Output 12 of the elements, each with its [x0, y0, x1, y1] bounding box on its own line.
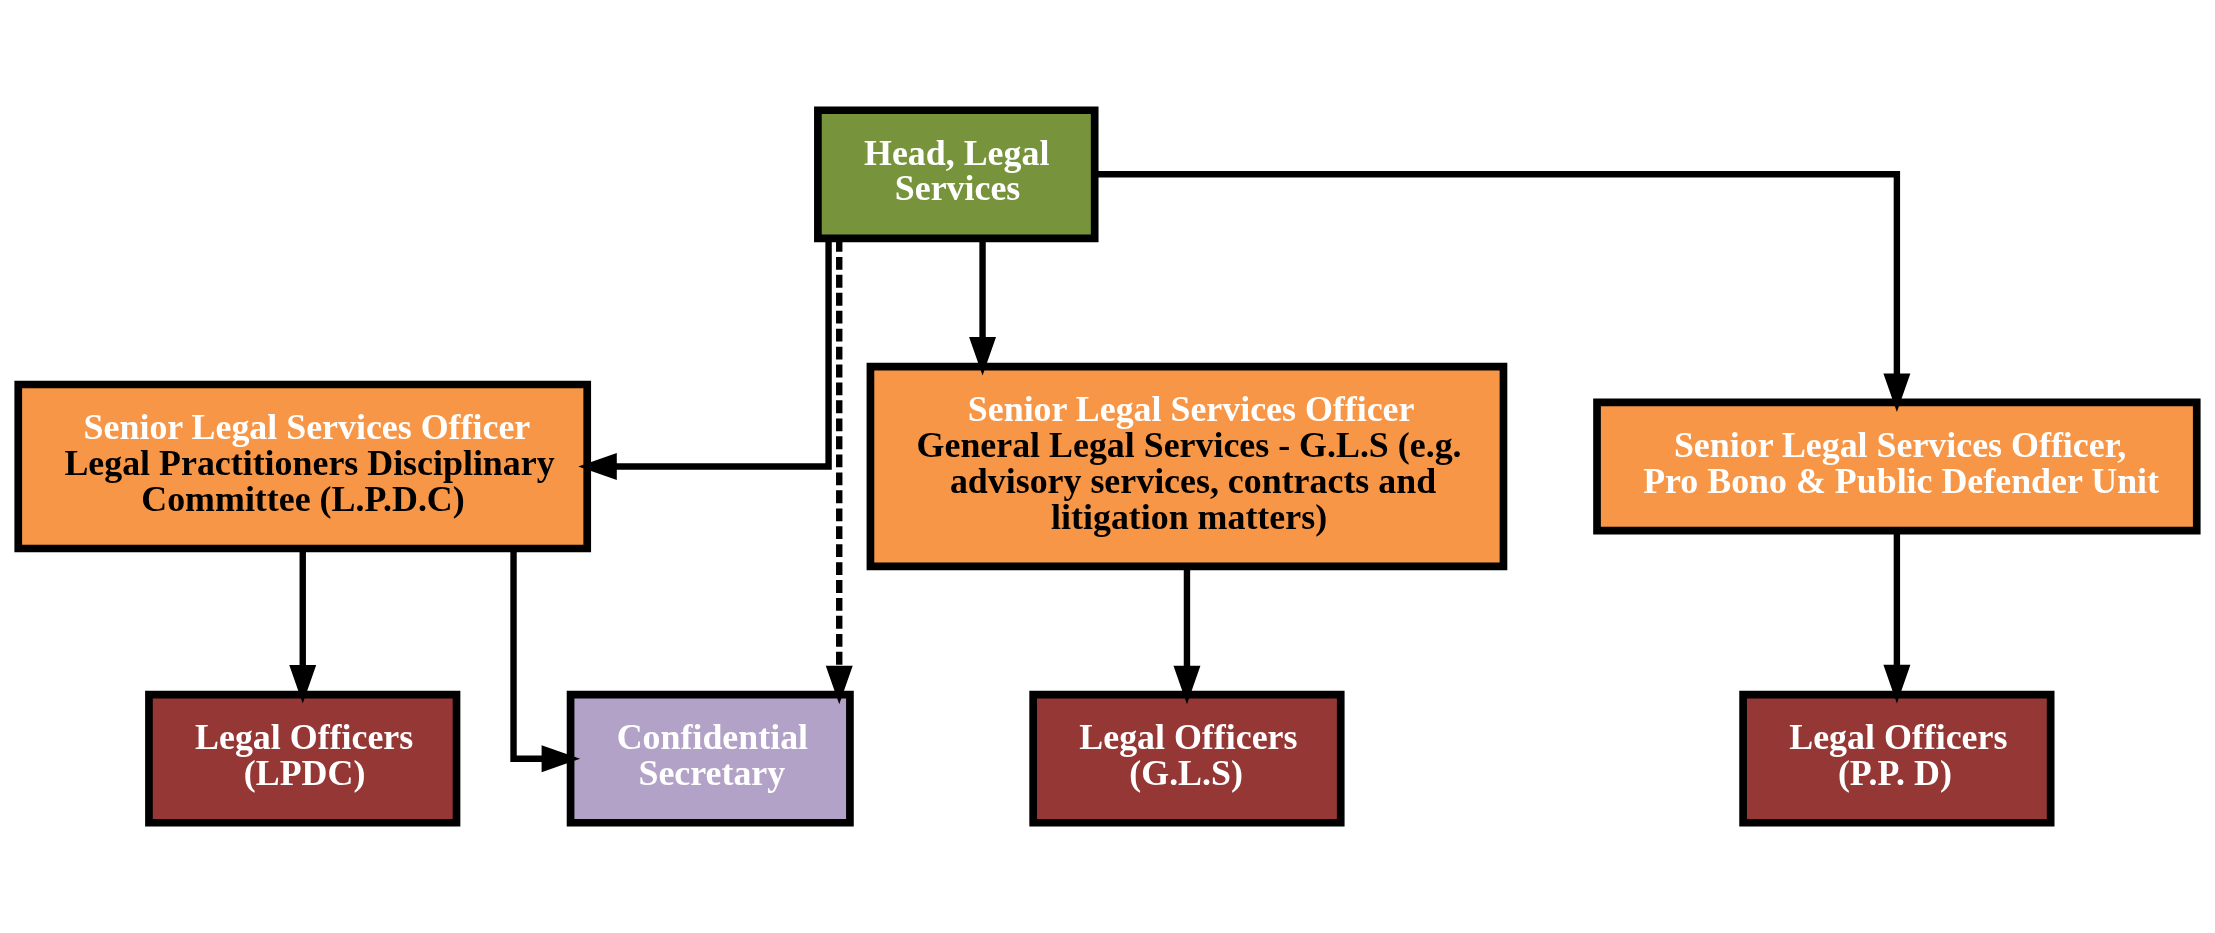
node-box: Senior Legal Services Officer, Pro Bono & Public Defender Unit: [1593, 398, 2201, 535]
node-box: Legal Officers (LPDC): [145, 690, 461, 827]
arrow: [1095, 171, 1911, 413]
node-box: Legal Officers (G.L.S): [1029, 690, 1345, 827]
node-box: Confidential Secretary: [566, 690, 854, 827]
node-box: Senior Legal Services Officer General Legal Services - G.L.S (e.g. advisory services, contracts and litigation matters): [866, 362, 1508, 571]
node-box: Legal Officers (P.P. D): [1739, 690, 2055, 827]
arrow: [510, 548, 581, 773]
node-box: Head, Legal Services: [814, 106, 1099, 243]
arrow: [825, 239, 853, 705]
arrow: [1173, 567, 1201, 705]
node-box: Senior Legal Services Officer Legal Practitioners Disciplinary Committee (L.P.D.C): [14, 380, 592, 553]
